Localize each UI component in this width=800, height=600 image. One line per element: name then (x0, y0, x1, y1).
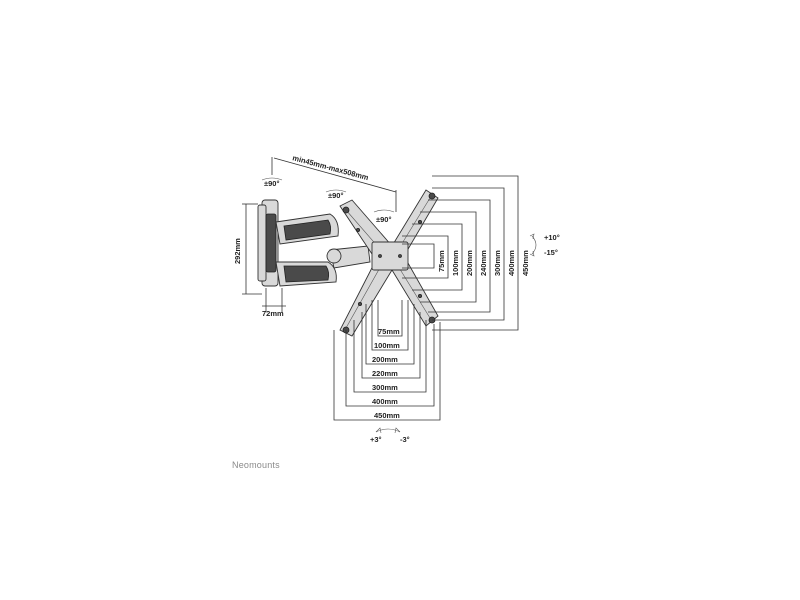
horizontal-300mm-label: 300mm (372, 383, 398, 392)
horizontal-400mm-label: 400mm (372, 397, 398, 406)
roll-indicator: +3° -3° (370, 427, 410, 444)
vertical-100mm-label: 100mm (451, 250, 460, 276)
vertical-450mm-label: 450mm (521, 250, 530, 276)
pivot-mid-rotation: ±90° (325, 189, 347, 200)
pivot-left-label: ±90° (264, 179, 279, 188)
horizontal-220mm-label: 220mm (372, 369, 398, 378)
brand-watermark: Neomounts (232, 460, 280, 470)
pivot-left-rotation: ±90° (261, 177, 283, 188)
pivot-head-rotation: ±90° (373, 209, 395, 224)
wall-plate-height-label: 292mm (233, 238, 242, 264)
vertical-75mm-label: 75mm (437, 250, 446, 272)
wall-plate-depth-dimension: 72mm (262, 288, 286, 318)
vertical-spacing-dimensions: 75mm 100mm 200mm 240mm 300mm 400mm 450mm (402, 175, 530, 331)
pivot-head-label: ±90° (376, 215, 391, 224)
wall-plate (257, 199, 279, 287)
vesa-bracket (339, 189, 439, 337)
tilt-down-label: -15° (544, 248, 558, 257)
horizontal-75mm-label: 75mm (378, 327, 400, 336)
wall-plate-height-dimension: 292mm (233, 203, 262, 295)
horizontal-100mm-label: 100mm (374, 341, 400, 350)
horizontal-200mm-label: 200mm (372, 355, 398, 364)
arm-extension-label: min45mm-max508mm (291, 153, 369, 182)
tilt-indicator: +10° -15° (529, 233, 560, 257)
horizontal-spacing-dimensions: 75mm 100mm 200mm 220mm 300mm 400mm 450mm (333, 300, 441, 421)
tilt-up-label: +10° (544, 233, 560, 242)
horizontal-450mm-label: 450mm (374, 411, 400, 420)
vertical-300mm-label: 300mm (493, 250, 502, 276)
arm-extension-dimension: min45mm-max508mm (271, 153, 397, 212)
vertical-400mm-label: 400mm (507, 250, 516, 276)
roll-left-label: +3° (370, 435, 382, 444)
vertical-200mm-label: 200mm (465, 250, 474, 276)
vertical-240mm-label: 240mm (479, 250, 488, 276)
wall-plate-depth-label: 72mm (262, 309, 284, 318)
roll-right-label: -3° (400, 435, 410, 444)
pivot-mid-label: ±90° (328, 191, 343, 200)
swing-arm (275, 213, 371, 287)
